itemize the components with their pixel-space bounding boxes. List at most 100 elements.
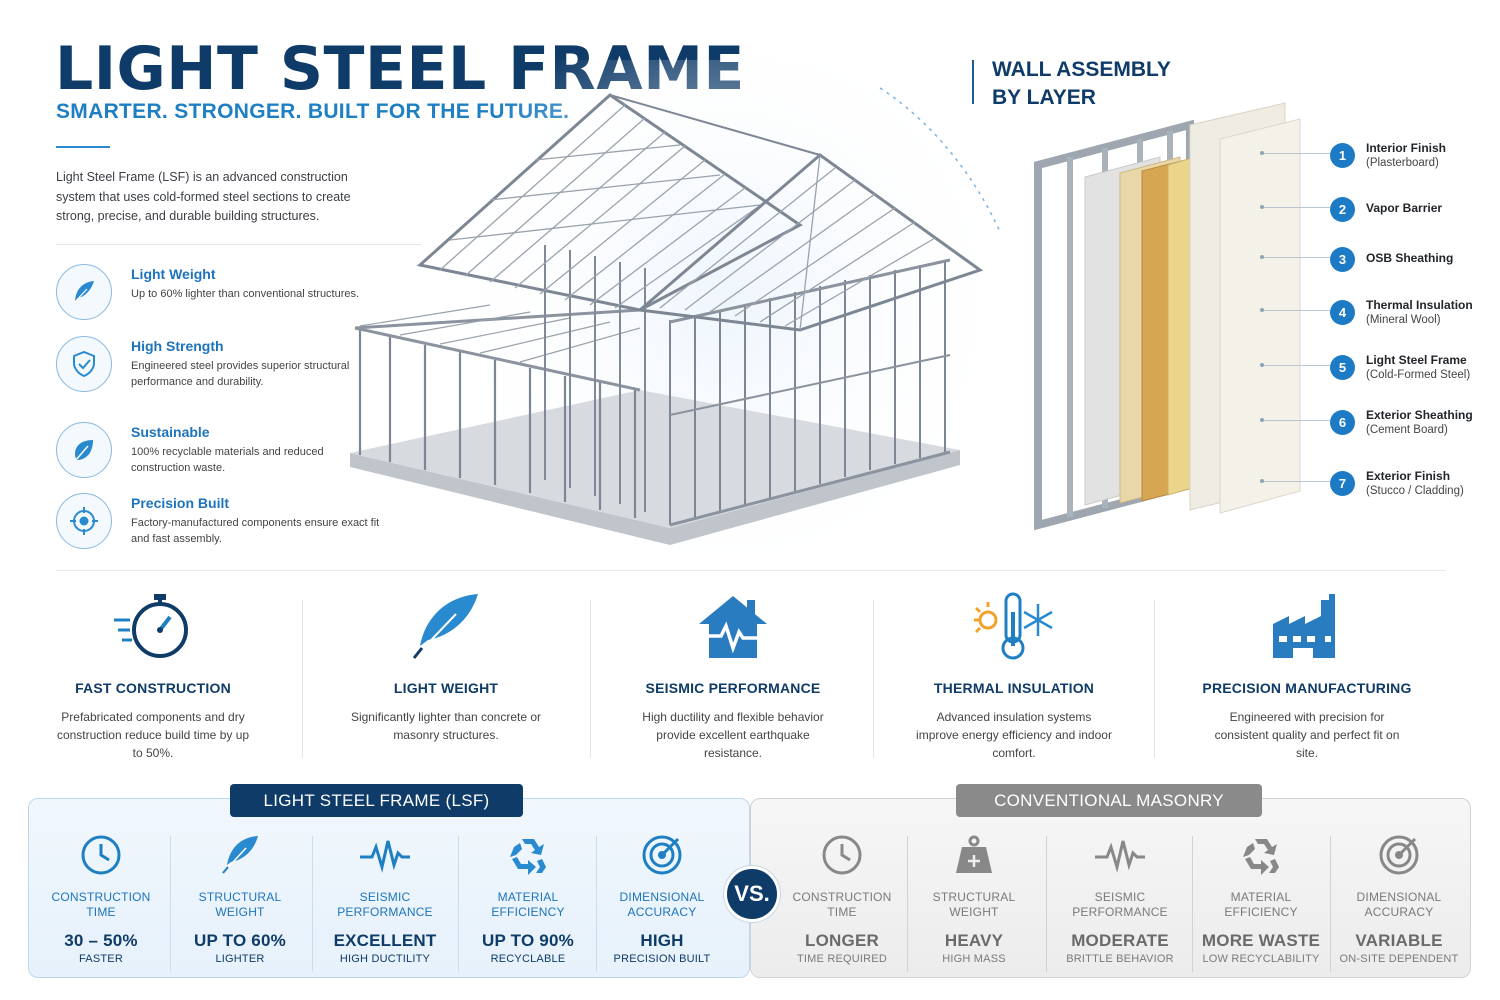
- benefit-desc: Engineered with precision for consistent…: [1214, 710, 1400, 760]
- layer-item: 5 Light Steel Frame (Cold-Formed Steel): [1330, 353, 1490, 387]
- benefit-thermal-insulation: THERMAL INSULATION Advanced insulation s…: [894, 590, 1134, 762]
- metric-label: SEISMIC: [359, 890, 411, 904]
- column-divider: [302, 600, 303, 758]
- layer-sub: (Plasterboard): [1366, 157, 1439, 169]
- layer-number: 2: [1330, 197, 1355, 222]
- metric-value: UP TO 60%: [194, 931, 286, 950]
- benefit-light-weight: LIGHT WEIGHT Significantly lighter than …: [326, 590, 566, 744]
- metric-sub: RECYCLABLE: [490, 953, 566, 965]
- metric-sub: HIGH MASS: [942, 953, 1006, 965]
- layer-name: Thermal Insulation: [1366, 298, 1473, 312]
- pulse-icon: [320, 830, 450, 880]
- recycle-icon: [468, 830, 588, 880]
- metric-divider: [907, 836, 908, 972]
- metric-sub: LIGHTER: [215, 953, 265, 965]
- weight-icon: [914, 830, 1034, 880]
- layer-number: 1: [1330, 143, 1355, 168]
- layer-name: Interior Finish: [1366, 141, 1447, 155]
- layer-item: 2 Vapor Barrier: [1330, 195, 1490, 229]
- layer-number: 5: [1330, 355, 1355, 380]
- wall-layers-illustration: [1030, 95, 1330, 535]
- metric-divider: [458, 836, 459, 972]
- benefit-title: PRECISION MANUFACTURING: [1202, 680, 1412, 696]
- layer-name: Exterior Finish: [1366, 469, 1451, 483]
- metric-sub: TIME REQUIRED: [797, 953, 887, 965]
- feather-icon: [56, 264, 112, 320]
- feature-light-weight: Light Weight Up to 60% lighter than conv…: [56, 264, 386, 324]
- feature-high-strength: High Strength Engineered steel provides …: [56, 336, 386, 396]
- leader-line: [1260, 479, 1330, 483]
- metric-label: CONSTRUCTION: [792, 890, 892, 904]
- column-divider: [873, 600, 874, 758]
- benefit-desc: Advanced insulation systems improve ener…: [916, 710, 1112, 760]
- column-divider: [1154, 600, 1155, 758]
- layer-name: Light Steel Frame: [1366, 353, 1467, 367]
- metric-divider: [170, 836, 171, 972]
- wall-title-line2: BY LAYER: [992, 86, 1096, 109]
- leader-line: [1260, 205, 1330, 209]
- steel-frame-house-illustration: [340, 0, 1031, 600]
- layer-number: 7: [1330, 471, 1355, 496]
- target-icon: [56, 493, 112, 549]
- metric-sub: HIGH DUCTILITY: [339, 953, 431, 965]
- metric-value: VARIABLE: [1355, 931, 1443, 950]
- leader-line: [1260, 151, 1330, 155]
- layer-item: 4 Thermal Insulation (Mineral Wool): [1330, 298, 1490, 332]
- factory-icon: [1187, 590, 1427, 664]
- target-icon: [604, 830, 720, 880]
- metric-label: PERFORMANCE: [1072, 905, 1168, 919]
- feature-desc: Up to 60% lighter than conventional stru…: [131, 288, 360, 300]
- metric-label: SEISMIC: [1094, 890, 1146, 904]
- layer-sub: (Cement Board): [1366, 424, 1448, 436]
- layer-sub: (Stucco / Cladding): [1366, 485, 1464, 497]
- masonry-comparison-panel: [750, 798, 1471, 978]
- masonry-panel-label: CONVENTIONAL MASONRY: [956, 784, 1262, 817]
- benefit-precision-manufacturing: PRECISION MANUFACTURING Engineered with …: [1187, 590, 1427, 762]
- layer-sub: (Mineral Wool): [1366, 314, 1441, 326]
- leader-line: [1260, 308, 1330, 312]
- metric-label: CONSTRUCTION: [51, 890, 151, 904]
- feature-title: Sustainable: [131, 424, 210, 440]
- metric-label: TIME: [86, 905, 116, 919]
- benefit-seismic-performance: SEISMIC PERFORMANCE High ductility and f…: [613, 590, 853, 762]
- metric-label: MATERIAL: [497, 890, 559, 904]
- benefit-title: LIGHT WEIGHT: [393, 680, 499, 696]
- house-pulse-icon: [613, 590, 853, 664]
- wall-title-line1: WALL ASSEMBLY: [992, 58, 1171, 81]
- benefit-desc: Significantly lighter than concrete or m…: [350, 710, 542, 742]
- accent-line: [56, 146, 110, 148]
- feature-desc: 100% recyclable materials and reduced co…: [131, 446, 324, 474]
- column-divider: [590, 600, 591, 758]
- feature-title: Light Weight: [131, 266, 216, 282]
- benefit-title: FAST CONSTRUCTION: [75, 680, 231, 696]
- metric-label: STRUCTURAL: [198, 890, 282, 904]
- lsf-comparison-panel: [28, 798, 750, 978]
- metric-value: MODERATE: [1071, 931, 1169, 950]
- vs-badge: VS.: [724, 866, 780, 922]
- benefit-desc: Prefabricated components and dry constru…: [56, 710, 250, 760]
- metric-label: DIMENSIONAL: [1356, 890, 1442, 904]
- leaf-icon: [56, 422, 112, 478]
- page-subtitle: SMARTER. STRONGER. BUILT FOR THE FUTURE.: [56, 100, 570, 123]
- layer-number: 3: [1330, 247, 1355, 272]
- feature-desc: Factory-manufactured components ensure e…: [131, 517, 380, 545]
- intro-divider: [56, 244, 421, 245]
- benefit-fast-construction: FAST CONSTRUCTION Prefabricated componen…: [33, 590, 273, 762]
- metric-label: WEIGHT: [949, 905, 999, 919]
- metric-divider: [596, 836, 597, 972]
- metric-divider: [1330, 836, 1331, 972]
- metric-label: MATERIAL: [1230, 890, 1292, 904]
- layer-name: Exterior Sheathing: [1366, 408, 1473, 422]
- wall-title-bar: [972, 60, 974, 104]
- layer-name: OSB Sheathing: [1366, 251, 1454, 265]
- layer-item: 3 OSB Sheathing: [1330, 245, 1490, 279]
- metric-value: EXCELLENT: [333, 931, 437, 950]
- benefit-title: THERMAL INSULATION: [933, 680, 1095, 696]
- leader-line: [1260, 363, 1330, 367]
